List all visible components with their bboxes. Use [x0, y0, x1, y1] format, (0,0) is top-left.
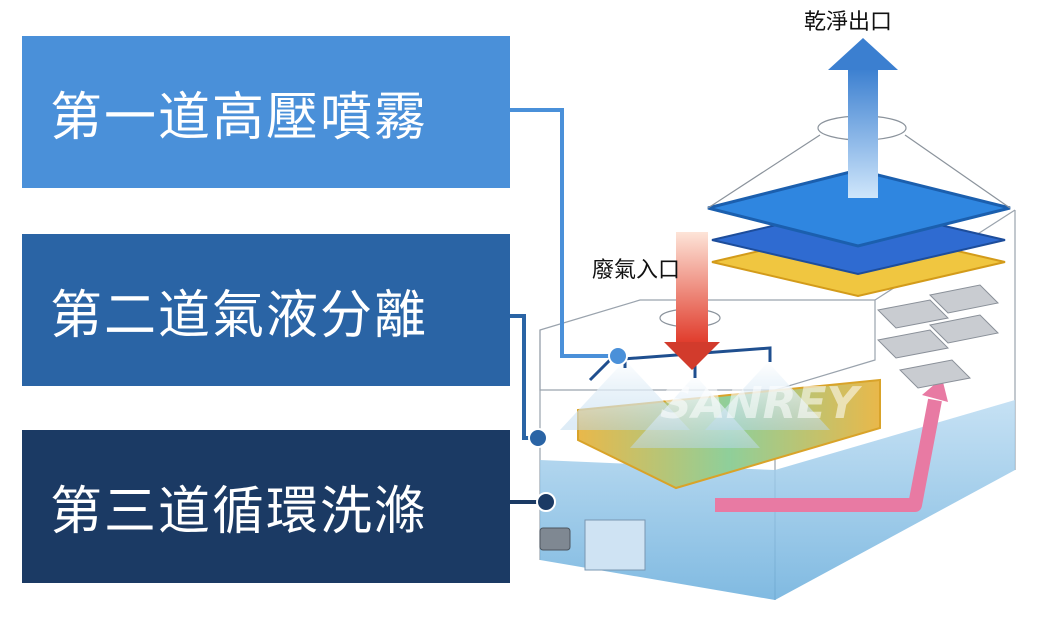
- demister-baffles: [876, 284, 1000, 389]
- stage2-label-box: 第二道氣液分離: [22, 234, 510, 386]
- pump: [539, 519, 646, 571]
- stage1-label: 第一道高壓噴霧: [50, 87, 429, 148]
- stage1-marker: [608, 346, 628, 366]
- stage2-label: 第二道氣液分離: [50, 285, 429, 346]
- spray-cones: [560, 360, 830, 448]
- recirculation-arrow: [715, 398, 942, 512]
- watermark: SANREY: [660, 378, 863, 429]
- outlet-arrow: [828, 38, 898, 198]
- stage2-marker: [528, 428, 548, 448]
- stage3-label: 第三道循環洗滌: [50, 482, 429, 542]
- outlet-label: 乾淨出口: [804, 10, 893, 35]
- stage3-marker: [536, 492, 556, 512]
- stage1-label-box: 第一道高壓噴霧: [22, 36, 510, 188]
- stage3-label-box: 第三道循環洗滌: [22, 430, 510, 583]
- inlet-label: 廢氣入口: [592, 258, 681, 283]
- filter-stack: [707, 168, 1011, 298]
- inlet-arrow: [664, 232, 720, 370]
